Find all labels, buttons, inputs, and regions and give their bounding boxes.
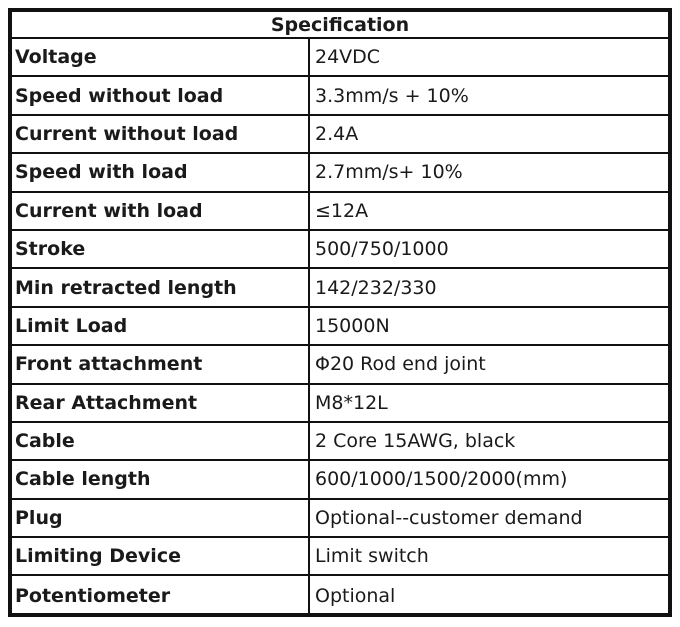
spec-value: 2 Core 15AWG, black (315, 430, 516, 453)
spec-label: Limit Load (12, 307, 310, 345)
spec-label: Speed with load (12, 154, 310, 191)
table-row: Cable length 600/1000/1500/2000(mm) (12, 461, 668, 500)
spec-label: Potentiometer (12, 576, 310, 615)
spec-label: Voltage (12, 39, 310, 76)
spec-label: Rear Attachment (12, 384, 310, 421)
spec-label: Current with load (12, 192, 310, 229)
spec-label: Cable length (12, 461, 310, 498)
spec-value: 24VDC (315, 46, 381, 69)
spec-value: ≤12A (315, 199, 369, 222)
spec-label: Stroke (12, 230, 310, 268)
table-row: Min retracted length 142/232/330 (12, 269, 668, 308)
table-row: Front attachment Φ20 Rod end joint (12, 346, 668, 385)
table-row: Current with load ≤12A (12, 192, 668, 231)
spec-label: Current without load (12, 115, 310, 153)
table-row: Voltage 24VDC (12, 39, 668, 78)
table-row: Limit Load 15000N (12, 307, 668, 347)
table-row: Speed without load 3.3mm/s + 10% (12, 77, 668, 116)
table-row: Rear Attachment M8*12L (12, 384, 668, 423)
spec-value: 2.7mm/s+ 10% (315, 161, 463, 184)
spec-value: 3.3mm/s + 10% (315, 84, 469, 107)
spec-value: 500/750/1000 (315, 238, 449, 261)
spec-value: M8*12L (315, 391, 388, 414)
specification-table: Specification Voltage 24VDC Speed withou… (8, 8, 672, 617)
table-row: Speed with load 2.7mm/s+ 10% (12, 154, 668, 193)
spec-value: 2.4A (315, 122, 359, 145)
spec-label: Min retracted length (12, 269, 310, 306)
spec-value: Optional--customer demand (315, 506, 583, 529)
spec-label: Limiting Device (12, 538, 310, 575)
spec-value: Φ20 Rod end joint (315, 353, 486, 376)
table-row: Plug Optional--customer demand (12, 499, 668, 539)
spec-value: 600/1000/1500/2000(mm) (315, 468, 568, 491)
spec-value: 15000N (315, 314, 390, 337)
spec-label: Front attachment (12, 346, 310, 383)
table-row: Limiting Device Limit switch (12, 538, 668, 577)
spec-value: 142/232/330 (315, 276, 437, 299)
spec-label: Speed without load (12, 77, 310, 114)
spec-value: Limit switch (315, 545, 429, 568)
table-row: Current without load 2.4A (12, 115, 668, 155)
table-row: Stroke 500/750/1000 (12, 230, 668, 270)
spec-label: Plug (12, 499, 310, 537)
spec-label: Cable (12, 422, 310, 460)
table-row: Potentiometer Optional (12, 576, 668, 615)
spec-value: Optional (315, 584, 396, 607)
table-title: Specification (12, 12, 668, 39)
table-row: Cable 2 Core 15AWG, black (12, 422, 668, 462)
